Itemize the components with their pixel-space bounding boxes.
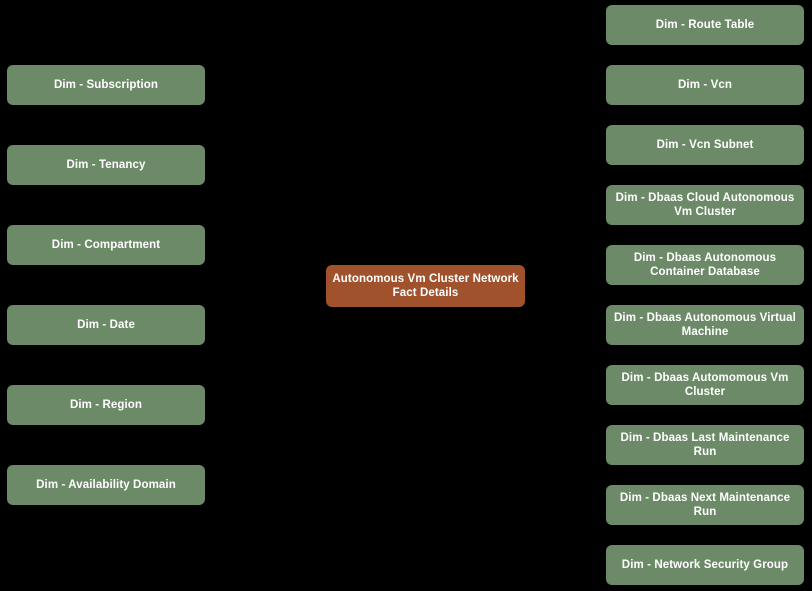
node-label: Dim - Availability Domain (36, 479, 176, 491)
node-label: Dim - Dbaas Last Maintenance Run (620, 432, 790, 458)
dimension-node-dbaas-cloud-autonomous-vm-cluster[interactable]: Dim - Dbaas Cloud Autonomous Vm Cluster (606, 185, 804, 225)
node-label: Dim - Network Security Group (621, 559, 789, 571)
dimension-node-availability-domain[interactable]: Dim - Availability Domain (7, 465, 205, 505)
node-label: Dim - Subscription (53, 79, 159, 91)
node-label: Dim - Dbaas Cloud Autonomous Vm Cluster (615, 192, 795, 218)
dimension-node-dbaas-autonomous-container-database[interactable]: Dim - Dbaas Autonomous Container Databas… (606, 245, 804, 285)
dimension-node-dbaas-last-maintenance-run[interactable]: Dim - Dbaas Last Maintenance Run (606, 425, 804, 465)
node-label: Dim - Tenancy (66, 159, 146, 171)
node-label: Dim - Dbaas Automomous Vm Cluster (621, 372, 789, 398)
node-label: Dim - Vcn (678, 79, 732, 91)
node-label: Dim - Vcn Subnet (656, 139, 754, 151)
dimension-node-vcn-subnet[interactable]: Dim - Vcn Subnet (606, 125, 804, 165)
node-label: Dim - Dbaas Autonomous Virtual Machine (614, 312, 796, 338)
fact-node-autonomous-vm-cluster-network-fact-details[interactable]: Autonomous Vm Cluster Network Fact Detai… (326, 265, 525, 307)
dimension-node-route-table[interactable]: Dim - Route Table (606, 5, 804, 45)
dimension-node-compartment[interactable]: Dim - Compartment (7, 225, 205, 265)
node-label: Autonomous Vm Cluster Network Fact Detai… (332, 273, 519, 299)
dimension-node-tenancy[interactable]: Dim - Tenancy (7, 145, 205, 185)
dimension-node-date[interactable]: Dim - Date (7, 305, 205, 345)
node-label: Dim - Region (69, 399, 143, 411)
dimension-node-network-security-group[interactable]: Dim - Network Security Group (606, 545, 804, 585)
node-label: Dim - Date (77, 319, 135, 331)
dimension-node-subscription[interactable]: Dim - Subscription (7, 65, 205, 105)
dimension-node-dbaas-next-maintenance-run[interactable]: Dim - Dbaas Next Maintenance Run (606, 485, 804, 525)
node-label: Dim - Dbaas Next Maintenance Run (619, 492, 791, 518)
dimension-node-vcn[interactable]: Dim - Vcn (606, 65, 804, 105)
dimension-node-dbaas-automomous-vm-cluster[interactable]: Dim - Dbaas Automomous Vm Cluster (606, 365, 804, 405)
node-label: Dim - Dbaas Autonomous Container Databas… (633, 252, 777, 278)
dimension-node-dbaas-autonomous-virtual-machine[interactable]: Dim - Dbaas Autonomous Virtual Machine (606, 305, 804, 345)
node-label: Dim - Route Table (655, 19, 755, 31)
dimension-node-region[interactable]: Dim - Region (7, 385, 205, 425)
node-label: Dim - Compartment (51, 239, 161, 251)
